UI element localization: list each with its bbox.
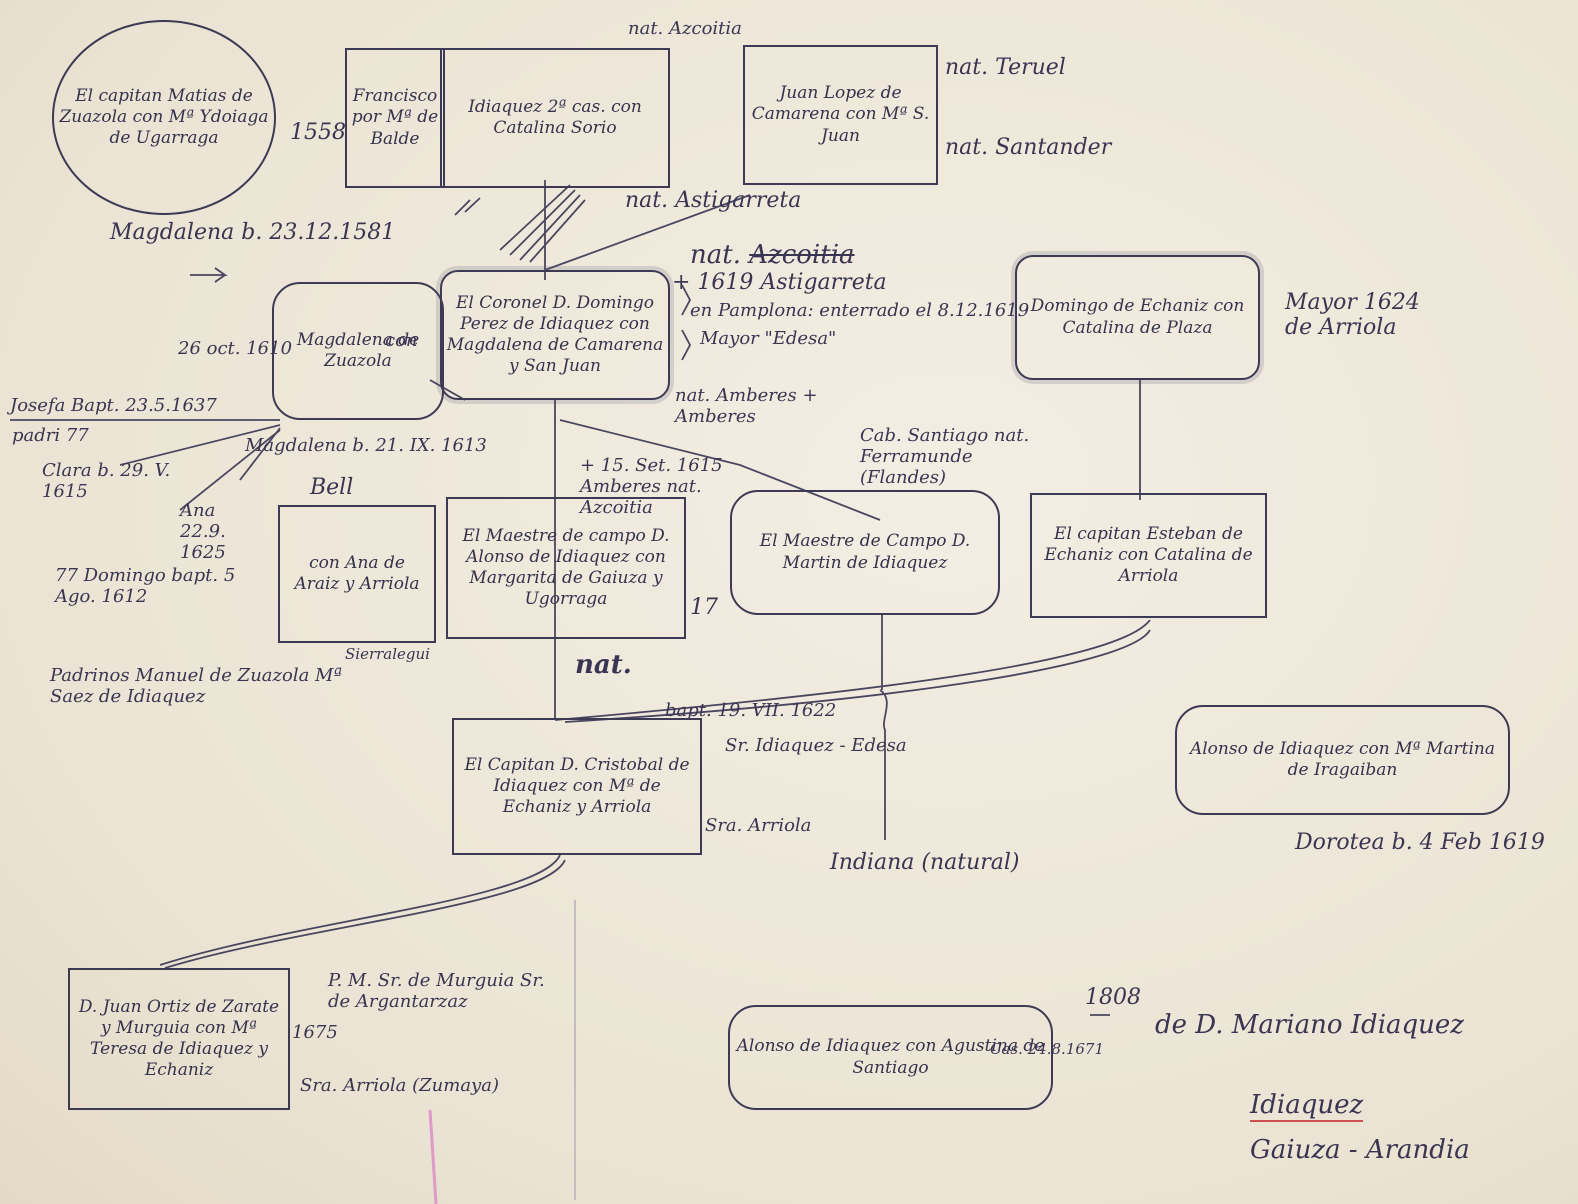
line-martin-indiana — [879, 615, 888, 840]
note-bapt-1622: bapt. 19. VII. 1622 — [665, 700, 837, 721]
line-esteban-cristobal — [554, 619, 1151, 721]
note-year-1808: 1808 — [1085, 985, 1141, 1010]
box-matias: El capitan Matias de Zuazola con Mª Ydoi… — [52, 20, 276, 215]
box-alonso-agustina: Alonso de Idiaquez con Agustina de Santi… — [728, 1005, 1053, 1110]
note-magdalena-b: Magdalena b. 23.12.1581 — [110, 220, 396, 245]
arrow-magdalena-b-1581 — [190, 267, 228, 283]
note-sra-arriola-zumaya: Sra. Arriola (Zumaya) — [300, 1075, 499, 1096]
note-year-1675: 1675 — [292, 1022, 338, 1043]
arrow-ana — [179, 429, 281, 511]
line-cristobal-juan-ortiz-2 — [164, 859, 566, 969]
note-magdalena-b2: Magdalena b. 21. IX. 1613 — [245, 435, 487, 456]
note-date-26oct: 26 oct. 1610 — [178, 338, 293, 359]
note-josefa: Josefa Bapt. 23.5.1637 — [10, 395, 217, 416]
arrow-clara — [119, 424, 281, 466]
box-magdalena: Magdalena de Zuazola — [272, 282, 444, 420]
note-nat-azcoitia-top: nat. Azcoitia — [628, 18, 742, 39]
note-gaiuza: Gaiuza - Arandia — [1250, 1135, 1470, 1165]
bracket-marks — [681, 284, 692, 361]
note-rival: Bell — [310, 475, 354, 500]
note-mayor-edesa: Mayor "Edesa" — [700, 328, 837, 349]
box-idiaquez-2: Idiaquez 2ª cas. con Catalina Sorio — [440, 48, 670, 188]
note-idiaquez-edesa: Sr. Idiaquez - Edesa — [725, 735, 907, 756]
note-padrino-77: padri 77 — [12, 425, 89, 446]
box-martin: El Maestre de Campo D. Martin de Idiaque… — [730, 490, 1000, 615]
arrow-magdalena-b — [239, 427, 281, 481]
box-juan-lopez: Juan Lopez de Camarena con Mª S. Juan — [743, 45, 938, 185]
note-padrinos: Padrinos Manuel de Zuazola Mª Saez de Id… — [50, 665, 343, 707]
note-cap-santiago: Cab. Santiago nat. Ferramunde (Flandes) — [860, 425, 1030, 488]
note-dorotea: Dorotea b. 4 Feb 1619 — [1295, 830, 1545, 855]
note-nat-struck: nat. Azcoitia — [690, 240, 855, 270]
note-year-1558: 1558 — [290, 120, 346, 145]
note-nat-amberes: nat. Amberes + Amberes — [675, 385, 818, 427]
hatch-marks-2 — [454, 197, 481, 216]
note-sierra: Sierralegui — [345, 645, 430, 663]
box-alonso-martina: Alonso de Idiaquez con Mª Martina de Ira… — [1175, 705, 1510, 815]
line-esteban-cristobal-2 — [564, 629, 1151, 723]
box-alonso-campo: El Maestre de campo D. Alonso de Idiaque… — [446, 497, 686, 639]
note-clara: Clara b. 29. V. 1615 — [42, 460, 171, 502]
note-death-1615: + 15. Set. 1615 Amberes nat. Azcoitia — [580, 455, 723, 518]
note-ana-1629: Ana 22.9. 1625 — [180, 500, 226, 563]
note-death-1619: + 1619 Astigarreta — [672, 270, 887, 295]
note-pamplona: en Pamplona: enterrado el 8.12.1619 — [690, 300, 1030, 321]
box-francisco: Francisco por Mª de Balde — [345, 48, 445, 188]
note-nat-astigarreta: nat. Astigarreta — [625, 188, 802, 213]
box-coronel: El Coronel D. Domingo Perez de Idiaquez … — [440, 270, 670, 400]
note-pm-murguia: P. M. Sr. de Murguia Sr. de Argantarzaz — [328, 970, 545, 1012]
note-idiaquez-last: Idiaquez — [1250, 1090, 1364, 1122]
note-sra-arriola: Sra. Arriola — [705, 815, 812, 836]
box-domingo-echaniz: Domingo de Echaniz con Catalina de Plaza — [1015, 255, 1260, 380]
box-juan-ortiz: D. Juan Ortiz de Zarate y Murguia con Mª… — [68, 968, 290, 1110]
note-nat-teruel: nat. Teruel — [945, 55, 1066, 80]
box-esteban: El capitan Esteban de Echaniz con Catali… — [1030, 493, 1267, 618]
note-mayor-1624: Mayor 1624 de Arriola — [1285, 290, 1420, 340]
line-coronel-martin — [559, 419, 881, 521]
box-cristobal: El Capitan D. Cristobal de Idiaquez con … — [452, 718, 702, 855]
note-num-17: 17 — [690, 595, 718, 620]
box-ana: con Ana de Araiz y Arriola — [278, 505, 436, 643]
note-cas-1671: Cas. 24.8.1671 — [990, 1040, 1104, 1058]
note-con: con — [385, 330, 418, 351]
note-nat-big: nat. — [575, 650, 632, 680]
note-nat-santander: nat. Santander — [945, 135, 1112, 160]
note-de-mariano: de D. Mariano Idiaquez — [1155, 1010, 1464, 1040]
line-cristobal-juan-ortiz — [159, 854, 561, 966]
note-domingo-bapt: 77 Domingo bapt. 5 Ago. 1612 — [55, 565, 236, 607]
note-indiana: Indiana (natural) — [830, 850, 1020, 875]
line-coronel-lopez — [544, 194, 751, 271]
hatch-marks — [499, 184, 586, 263]
pink-mark — [428, 1109, 438, 1204]
